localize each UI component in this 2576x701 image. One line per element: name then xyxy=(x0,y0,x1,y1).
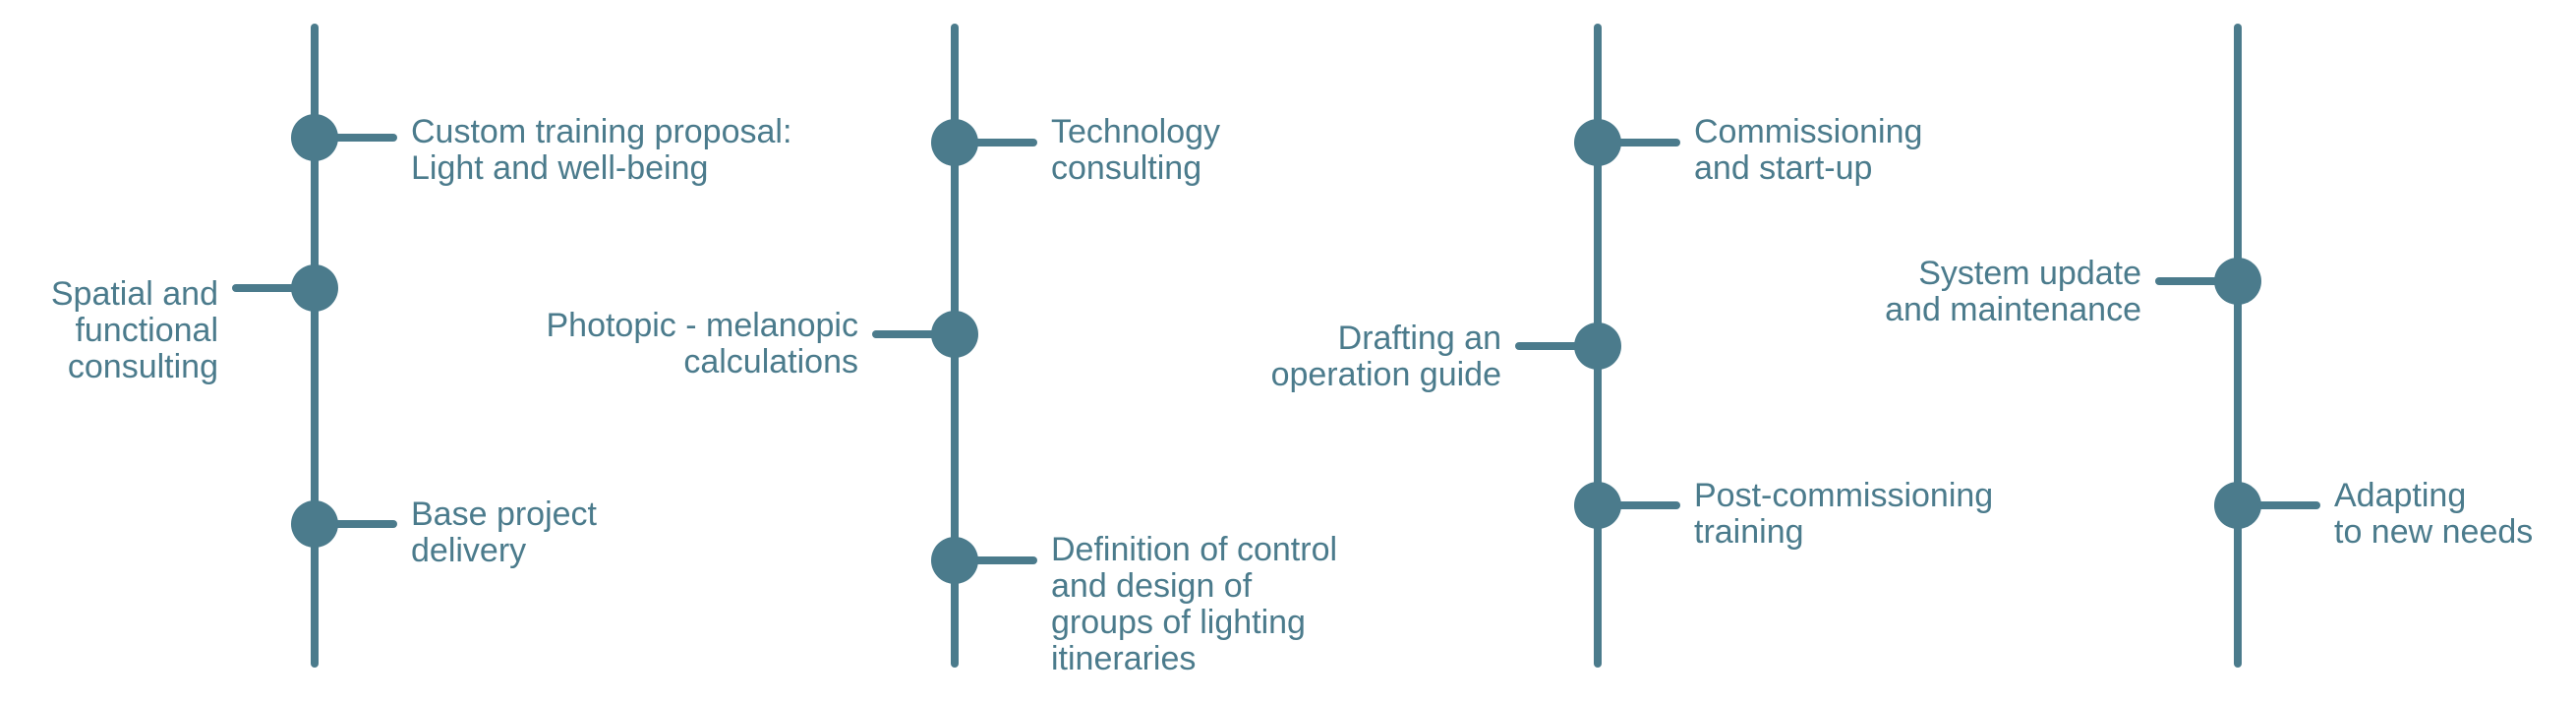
timeline-3 xyxy=(1515,24,1680,668)
timeline-node-label: Custom training proposal: Light and well… xyxy=(411,113,792,187)
timeline-node-label: Post-commissioning training xyxy=(1694,477,1994,551)
timeline-node-label: Commissioning and start-up xyxy=(1694,113,1923,187)
timeline-node-label: Base project delivery xyxy=(411,496,597,569)
timeline-node-dot xyxy=(931,537,978,584)
timeline-node-dot xyxy=(291,264,338,312)
timeline-node-dot xyxy=(291,114,338,161)
timeline-node-label: Spatial and functional consulting xyxy=(50,275,218,385)
timeline-2 xyxy=(872,24,1037,668)
timeline-node-label: Technology consulting xyxy=(1051,113,1221,187)
timeline-node-label: Photopic - melanopic calculations xyxy=(546,307,858,380)
timeline-node-dot xyxy=(931,311,978,358)
timeline-node-label: Definition of control and design of grou… xyxy=(1051,531,1338,677)
timeline-node-dot xyxy=(291,500,338,548)
timeline-node-dot xyxy=(931,119,978,166)
timeline-node-dot xyxy=(2214,482,2261,529)
timeline-node-label: Adapting to new needs xyxy=(2334,477,2534,551)
timeline-node-dot xyxy=(1574,482,1621,529)
timeline-node-dot xyxy=(1574,322,1621,370)
timeline-node-label: System update and maintenance xyxy=(1885,255,2141,328)
timeline-1 xyxy=(232,24,397,668)
timeline-node-dot xyxy=(2214,258,2261,305)
timeline-node-label: Drafting an operation guide xyxy=(1270,320,1501,393)
timeline-4 xyxy=(2155,24,2320,668)
timeline-node-dot xyxy=(1574,119,1621,166)
